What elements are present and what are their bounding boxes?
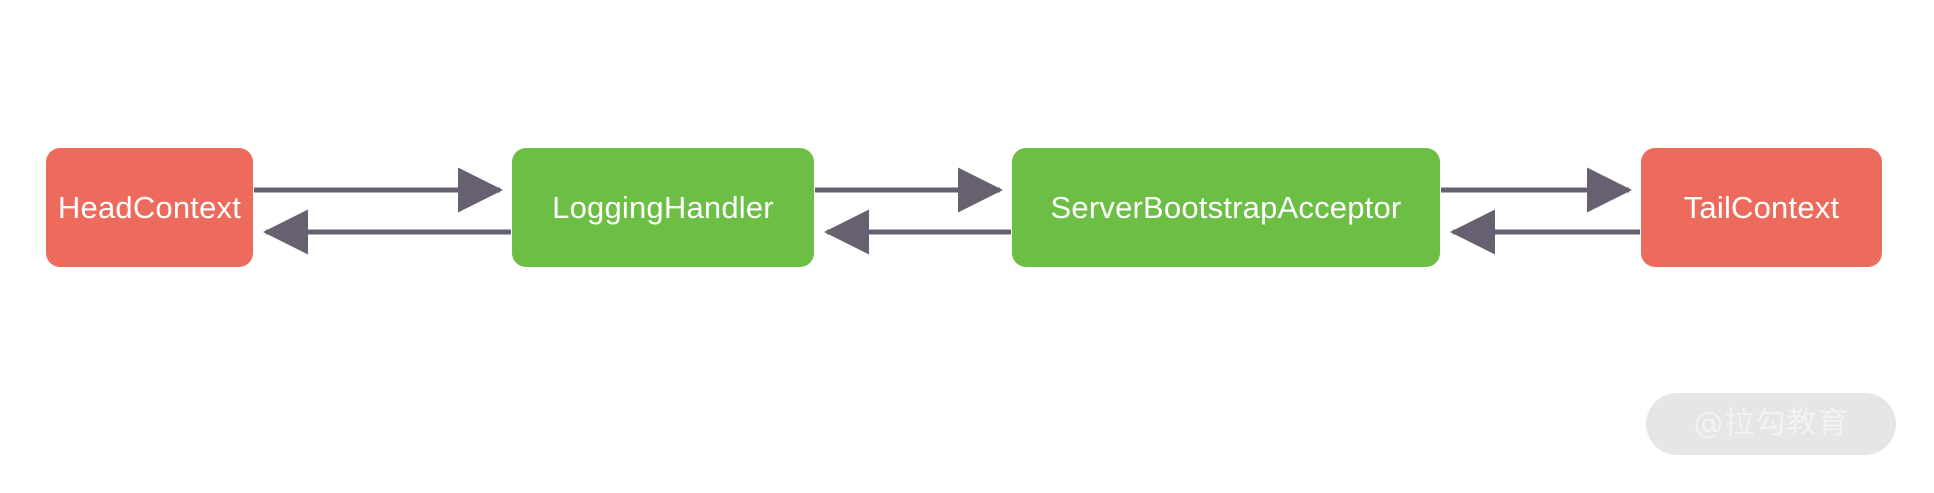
node-head-context[interactable]: HeadContext — [46, 148, 253, 267]
node-head-context-label: HeadContext — [57, 190, 242, 225]
node-logging-handler[interactable]: LoggingHandler — [512, 148, 814, 267]
node-server-bootstrap-acceptor-label: ServerBootstrapAcceptor — [1050, 190, 1402, 225]
node-tail-context[interactable]: TailContext — [1641, 148, 1882, 267]
watermark-badge: @拉勾教育 — [1646, 393, 1896, 455]
watermark-label: @拉勾教育 — [1693, 406, 1849, 441]
node-tail-context-label: TailContext — [1683, 190, 1840, 225]
node-server-bootstrap-acceptor[interactable]: ServerBootstrapAcceptor — [1012, 148, 1440, 267]
node-logging-handler-label: LoggingHandler — [552, 190, 774, 225]
